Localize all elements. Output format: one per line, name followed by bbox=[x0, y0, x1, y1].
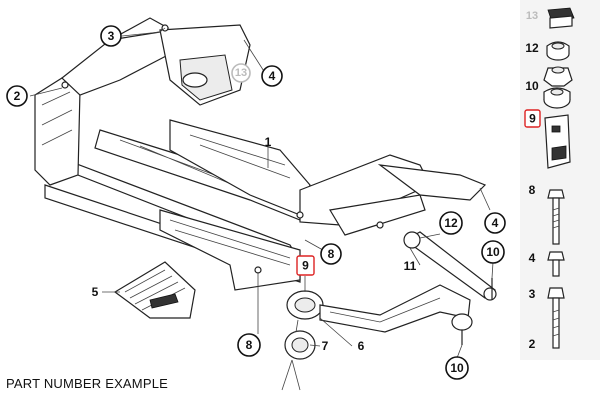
callout-4-upper: 4 bbox=[261, 65, 283, 87]
callout-10-lower: 10 bbox=[445, 356, 469, 380]
svg-text:9: 9 bbox=[529, 112, 536, 126]
caption-part-number-example: PART NUMBER EXAMPLE bbox=[6, 376, 169, 391]
svg-text:12: 12 bbox=[525, 41, 539, 55]
svg-text:10: 10 bbox=[450, 361, 464, 375]
sidebar-entry-13: 13 bbox=[526, 7, 575, 29]
callout-2: 2 bbox=[6, 85, 28, 107]
svg-text:2: 2 bbox=[529, 337, 536, 351]
parts-sidebar: 13 12 10 9 8 bbox=[520, 0, 600, 360]
callout-5: 5 bbox=[92, 285, 99, 299]
svg-text:12: 12 bbox=[444, 216, 458, 230]
sidebar-entry-8: 8 bbox=[529, 183, 565, 245]
sidebar-entry-2: 2 bbox=[529, 337, 536, 351]
callout-8-lower: 8 bbox=[237, 333, 261, 357]
svg-text:8: 8 bbox=[328, 247, 335, 261]
svg-text:8: 8 bbox=[246, 338, 253, 352]
callout-9-highlighted: 9 bbox=[296, 255, 315, 276]
callout-11: 11 bbox=[404, 259, 417, 273]
svg-text:2: 2 bbox=[14, 89, 21, 103]
svg-text:4: 4 bbox=[492, 216, 499, 230]
sidebar-entry-3: 3 bbox=[529, 287, 565, 349]
svg-text:11: 11 bbox=[404, 259, 417, 273]
callout-12: 12 bbox=[439, 211, 463, 235]
svg-text:4: 4 bbox=[529, 251, 536, 265]
control-arm-drawing bbox=[319, 231, 497, 345]
svg-text:9: 9 bbox=[302, 259, 309, 273]
sidebar-entry-10-nut bbox=[543, 66, 573, 87]
skid-plate-drawing bbox=[113, 261, 196, 319]
callout-13: 13 bbox=[231, 63, 251, 83]
bushing-drawing bbox=[284, 290, 324, 360]
svg-text:10: 10 bbox=[486, 245, 500, 259]
sidebar-entry-9: 9 bbox=[524, 109, 571, 169]
svg-text:1: 1 bbox=[265, 135, 272, 149]
svg-text:8: 8 bbox=[529, 183, 536, 197]
sidebar-entry-12: 12 bbox=[525, 41, 570, 61]
callout-6: 6 bbox=[358, 339, 365, 353]
callout-1: 1 bbox=[265, 135, 272, 149]
svg-text:10: 10 bbox=[525, 79, 539, 93]
subframe-drawing bbox=[34, 17, 487, 291]
svg-text:5: 5 bbox=[92, 285, 99, 299]
svg-text:3: 3 bbox=[529, 287, 536, 301]
callout-8-middle: 8 bbox=[320, 243, 342, 265]
callout-4-right: 4 bbox=[484, 212, 506, 234]
svg-text:4: 4 bbox=[269, 69, 276, 83]
sidebar-entry-4: 4 bbox=[529, 251, 565, 277]
svg-text:7: 7 bbox=[322, 339, 329, 353]
svg-text:3: 3 bbox=[108, 29, 115, 43]
leader-lines bbox=[29, 27, 494, 391]
svg-text:13: 13 bbox=[235, 67, 247, 79]
svg-text:6: 6 bbox=[358, 339, 365, 353]
callout-3: 3 bbox=[100, 25, 122, 47]
callout-7: 7 bbox=[322, 339, 329, 353]
callout-10-upper: 10 bbox=[481, 240, 505, 264]
sidebar-entry-10: 10 bbox=[525, 79, 571, 109]
svg-text:13: 13 bbox=[526, 10, 538, 22]
